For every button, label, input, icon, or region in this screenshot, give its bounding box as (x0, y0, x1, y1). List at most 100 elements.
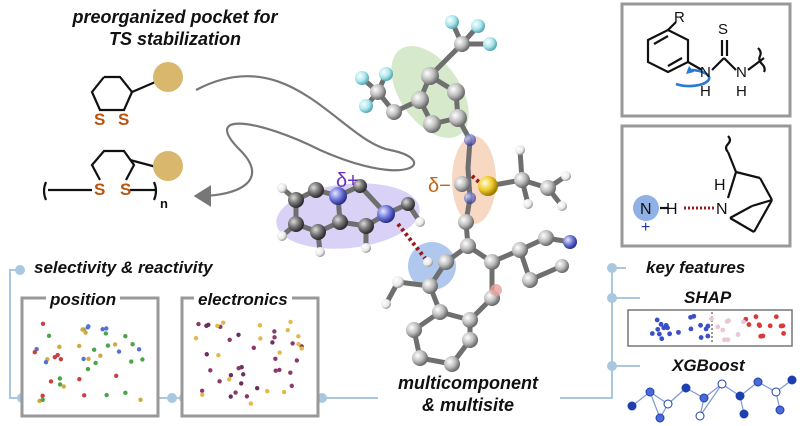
plot-point (103, 331, 109, 336)
plot-point (130, 342, 135, 347)
xgboost-network (627, 375, 797, 423)
plot-point (58, 357, 64, 362)
molecular-model: δ+ δ− (276, 15, 577, 372)
plot-point (709, 316, 714, 322)
plot-point (780, 323, 786, 329)
plot-point (288, 319, 293, 325)
plot-point (204, 352, 209, 357)
plot-point (649, 331, 655, 336)
plot-point (656, 331, 662, 337)
multicomponent-line1: multicomponent (398, 373, 538, 393)
quin-h-label: H (714, 177, 726, 194)
electronics-box (180, 296, 320, 418)
plot-point (123, 390, 128, 396)
plot-point (667, 331, 673, 337)
plot-point (758, 333, 764, 339)
network-edge (649, 391, 661, 419)
plot-point (722, 337, 727, 343)
disulfide-s1-label: S (94, 110, 106, 129)
plot-point (81, 356, 86, 362)
amine-plus-label: + (641, 219, 650, 236)
polymer-s2-label: S (120, 180, 132, 199)
plot-point (775, 405, 785, 415)
plot-point (216, 353, 221, 358)
polymer-n-label: n (160, 196, 168, 211)
plot-point (740, 319, 746, 325)
plot-point (661, 325, 667, 331)
plot-point (698, 322, 703, 328)
ammonium-highlight (633, 195, 659, 221)
shap-points (649, 313, 786, 343)
plot-point (277, 367, 282, 373)
plot-point (699, 393, 709, 403)
key-features-label: key features (646, 258, 746, 277)
plot-point (239, 381, 244, 386)
plot-point (236, 332, 241, 338)
plot-point (725, 337, 731, 343)
plot-point (104, 392, 109, 398)
plot-point (654, 317, 660, 323)
plot-point (208, 368, 213, 373)
xgboost-label: XGBoost (672, 356, 745, 375)
plot-point (228, 372, 234, 378)
plot-point (81, 393, 87, 398)
plot-point (91, 347, 97, 352)
plot-point (773, 314, 779, 320)
plot-point (40, 393, 45, 399)
plot-point (627, 401, 637, 411)
plot-point (753, 314, 759, 320)
plot-point (254, 385, 260, 391)
gold-sphere-top (153, 62, 183, 92)
plot-point (123, 333, 128, 339)
plot-point (76, 343, 82, 349)
plot-point (258, 336, 263, 341)
curved-arrow (193, 75, 415, 207)
highlight-orange (452, 136, 496, 224)
plot-point (272, 335, 277, 340)
plot-point (299, 346, 304, 351)
plot-point (196, 321, 201, 327)
quinuclidine-structure (660, 135, 773, 233)
plot-point (217, 379, 222, 384)
plot-point (787, 375, 797, 385)
plot-point (55, 352, 60, 358)
plot-point (251, 345, 257, 351)
thiourea-structure (646, 21, 766, 74)
electronics-scatter (193, 319, 304, 406)
thiourea-n1-label: N (700, 64, 711, 81)
plot-point (112, 342, 118, 347)
plot-point (767, 323, 773, 329)
plot-point (57, 382, 63, 387)
plot-point (277, 350, 282, 355)
amine-h-label: H (666, 201, 678, 218)
thiourea-h1-label: H (700, 83, 711, 100)
plot-point (265, 389, 270, 394)
plot-point (659, 336, 665, 342)
disulfide-ring (90, 75, 161, 112)
plot-point (688, 326, 694, 332)
position-scatter (32, 321, 145, 404)
plot-point (193, 335, 199, 341)
plot-point (226, 377, 232, 382)
gold-sphere-bottom (153, 151, 183, 181)
quin-n-label: N (716, 201, 728, 218)
plot-point (86, 356, 91, 362)
shap-box (627, 309, 793, 347)
plot-point (781, 330, 786, 336)
shap-label: SHAP (684, 288, 732, 307)
plot-point (756, 322, 762, 328)
plot-point (85, 325, 90, 330)
plot-point (771, 387, 781, 397)
plot-point (98, 353, 103, 358)
hbond-dashed (396, 222, 430, 264)
plot-point (746, 322, 752, 327)
plot-point (61, 384, 66, 389)
plot-point (85, 366, 91, 372)
plot-point (227, 337, 232, 343)
amine-n-label: N (640, 201, 652, 218)
plot-point (270, 340, 275, 345)
plot-point (296, 342, 301, 347)
plot-point (57, 344, 62, 350)
plot-point (40, 321, 46, 326)
plot-point (655, 326, 661, 332)
